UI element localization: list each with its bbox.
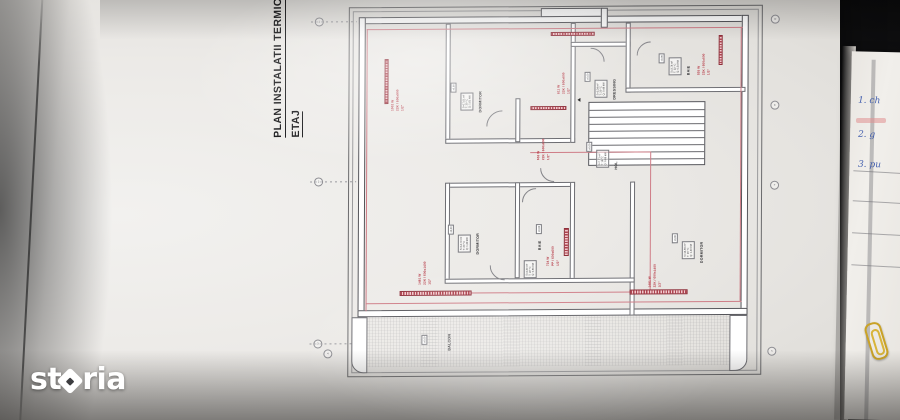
radiator-hol xyxy=(530,105,567,111)
axis-marker-right-3: F xyxy=(770,180,780,190)
rule-line xyxy=(852,232,900,237)
radiator-connection-dormitor-nv: 1/2" xyxy=(400,104,405,111)
note-index: 2. xyxy=(857,129,867,140)
wall-partition-h1 xyxy=(445,137,576,144)
radiator-power-baie-sud: 724 W xyxy=(545,256,550,267)
note-text: g xyxy=(869,130,876,141)
level-mark-dormitor-sv: ±0,00 xyxy=(447,224,454,235)
level-mark-hol: ±0,00 xyxy=(586,141,593,152)
wall-partition-v6 xyxy=(629,181,636,316)
level-mark-balcon: ±0,00 xyxy=(421,334,428,345)
axis-marker-left-3: 3 xyxy=(313,339,323,349)
handwritten-note-1: 1. ch xyxy=(858,96,881,107)
level-mark-dressing: ±0,00 xyxy=(584,71,591,82)
room-info-hol: S=7,71 m² T: 18 °C Q: 0,68 kW xyxy=(596,149,610,168)
wall-exterior-west xyxy=(357,17,366,318)
rule-line xyxy=(851,264,900,269)
note-text: ch xyxy=(869,96,881,107)
bottom-shadow xyxy=(0,350,900,420)
room-name-dormitor-se: DORMITOR xyxy=(699,241,704,264)
radiator-dormitor-nv xyxy=(384,59,389,105)
radiator-power-dormitor-se: 1481 W xyxy=(647,276,652,288)
axis-marker-right-2: E xyxy=(770,100,780,110)
level-mark-dormitor-se: ±0,00 xyxy=(671,233,678,244)
wall-partition-v7 xyxy=(514,182,521,279)
level-mark-dormitor-nv: ±0,00 xyxy=(450,82,457,93)
radiator-connection-baie-sud: 1/2" xyxy=(555,259,560,267)
radiator-dormitor-sv xyxy=(399,290,472,296)
radiator-connection-hol: 1/2" xyxy=(546,153,551,161)
axis-marker-left-2: 2 xyxy=(314,177,324,187)
radiator-connection-dressing: 1/2" xyxy=(566,87,571,94)
room-info-baie-nord: S=3,76 m² T: 22 °C Q: 0,54 kW xyxy=(668,57,683,76)
room-name-baie-sud: BAIE xyxy=(537,240,542,251)
room-name-balcon: BALCON xyxy=(447,333,452,351)
room-name-baie-nord: BAIE xyxy=(686,65,691,76)
radiator-connection-dormitor-se: 1/2" xyxy=(657,281,662,288)
level-mark-baie-nord: ±0,00 xyxy=(658,53,665,64)
floor-plan-drawing: 1 2 3 D E F 4 5 xyxy=(299,0,821,403)
radiator-baie-sud xyxy=(563,227,569,256)
rule-line xyxy=(852,200,900,205)
room-info-dormitor-sv: S=14,70 m² T: 20 °C Q: 1,39 kW xyxy=(457,234,472,253)
room-info-dormitor-se: S=14,65 m² T: 20 °C Q: 1,40 kW xyxy=(681,240,696,260)
plan-subtitle: ETAJ xyxy=(290,109,303,138)
room-name-dormitor-nv: DORMITOR xyxy=(478,90,483,113)
radiator-dormitor-se xyxy=(629,289,688,295)
radiator-power-dressing: 611 W xyxy=(556,84,561,95)
wall-partition-h3 xyxy=(625,86,746,93)
room-name-hol: HOL xyxy=(614,161,619,170)
highlight-mark xyxy=(856,118,886,123)
top-shadow xyxy=(100,0,900,40)
wall-partition-h2 xyxy=(570,41,631,47)
note-index: 3. xyxy=(857,159,867,170)
radiator-connection-dormitor-sv: 1/2" xyxy=(427,278,432,285)
radiator-power-hol: 653 W xyxy=(536,150,541,161)
watermark-text-after: ria xyxy=(82,362,127,397)
wall-exterior-east xyxy=(740,14,749,315)
handwritten-note-2: 2. g xyxy=(858,130,875,140)
radiator-power-dormitor-sv: 1481 W xyxy=(417,273,422,285)
room-info-baie-sud: S=4,30 m² T: 22 °C Q: 0,65 kW xyxy=(523,260,538,279)
room-info-dormitor-nv: S=17,01 m² T: 20 °C Q: 1,61 kW xyxy=(460,92,474,111)
note-index: 1. xyxy=(857,95,867,106)
radiator-power-baie-nord: 535 W xyxy=(696,65,701,76)
room-info-dressing: S=5,34 m² T: 20 °C Q: 0,48 kW xyxy=(594,79,608,98)
wall-partition-v8 xyxy=(515,98,521,143)
wall-partition-h4 xyxy=(445,181,576,188)
handwritten-note-3: 3. pu xyxy=(858,160,881,171)
radiator-connection-baie-nord: 1/2" xyxy=(706,68,711,76)
level-mark-baie-sud: ±0,00 xyxy=(535,223,542,235)
wall-partition-v5 xyxy=(569,181,576,282)
rule-line xyxy=(853,170,900,175)
note-text: pu xyxy=(869,160,882,171)
watermark-text-before: st xyxy=(30,362,62,397)
stairs-direction-arrow-icon xyxy=(577,97,581,102)
room-name-dormitor-sv: DORMITOR xyxy=(475,232,480,255)
radiator-power-dormitor-nv: 1002 W xyxy=(390,99,395,112)
room-name-dressing: DRESSING xyxy=(612,78,617,100)
